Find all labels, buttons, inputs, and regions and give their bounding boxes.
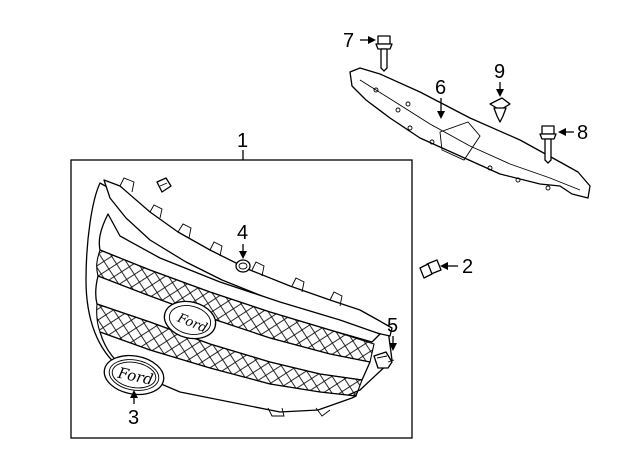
top-clip bbox=[156, 177, 172, 193]
callout-9: 9 bbox=[494, 61, 505, 83]
screw-part-2 bbox=[419, 259, 442, 279]
bolt-part-8 bbox=[539, 125, 557, 164]
callout-6: 6 bbox=[435, 77, 446, 99]
ford-emblem: Ford bbox=[103, 354, 165, 396]
callout-8: 8 bbox=[577, 122, 588, 144]
grille-assembly: Ford bbox=[85, 177, 393, 417]
push-clip-part-9 bbox=[489, 97, 511, 123]
leader-lines bbox=[130, 36, 574, 404]
bolt-part-7 bbox=[375, 35, 393, 72]
callout-5: 5 bbox=[387, 315, 398, 337]
callout-2: 2 bbox=[462, 256, 473, 278]
retainer-clip-part-5 bbox=[373, 351, 395, 369]
callout-1: 1 bbox=[237, 130, 248, 152]
callout-3: 3 bbox=[128, 407, 139, 429]
assembly-frame bbox=[70, 159, 413, 439]
grommet-part-4 bbox=[235, 259, 251, 273]
support-cover-part-6 bbox=[349, 67, 591, 199]
callout-4: 4 bbox=[237, 222, 248, 244]
callout-7: 7 bbox=[343, 30, 354, 52]
